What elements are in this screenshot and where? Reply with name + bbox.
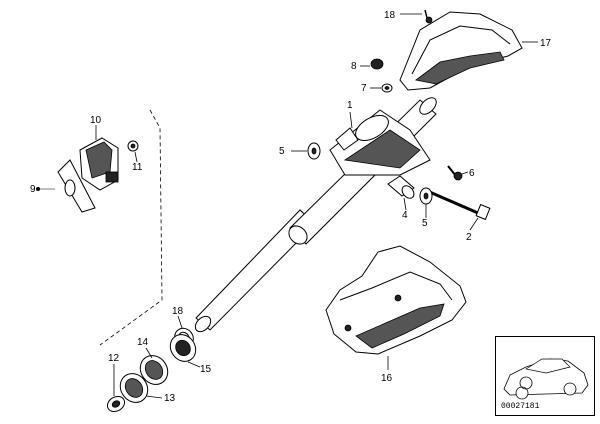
callout-13: 13 xyxy=(164,393,176,404)
part-12-ring xyxy=(106,364,126,413)
part-7-nut xyxy=(370,83,393,93)
part-5-washer-right xyxy=(419,187,433,218)
part-11-screw xyxy=(127,140,139,163)
diagram-code: 00027181 xyxy=(500,402,541,411)
part-5-washer-left xyxy=(291,142,321,160)
callout-12: 12 xyxy=(108,353,120,364)
callout-16: 16 xyxy=(381,373,393,384)
callout-9: 9 xyxy=(30,184,36,195)
part-13-bushing xyxy=(119,373,163,403)
group-dashed-outline xyxy=(99,109,163,346)
callout-2: 2 xyxy=(466,232,472,243)
callout-14: 14 xyxy=(137,337,149,348)
callout-8: 8 xyxy=(351,61,357,72)
callout-11: 11 xyxy=(132,162,143,173)
vehicle-thumbnail xyxy=(495,336,595,416)
part-16-lower-cover xyxy=(325,245,467,370)
callout-18-lower: 18 xyxy=(172,306,184,317)
callout-6: 6 xyxy=(469,168,475,179)
part-17-upper-cover xyxy=(399,11,538,91)
callout-4: 4 xyxy=(402,210,408,221)
callout-18-upper: 18 xyxy=(384,10,396,21)
callout-1: 1 xyxy=(347,100,353,111)
callout-17: 17 xyxy=(540,38,552,49)
part-10-lock-housing xyxy=(79,125,119,191)
car-silhouette-icon xyxy=(503,358,589,400)
callout-5-left: 5 xyxy=(279,146,285,157)
part-14-bushing xyxy=(139,347,169,385)
part-15-bearing xyxy=(169,334,201,368)
part-1-steering-column-tube xyxy=(194,97,437,333)
part-8-grommet xyxy=(360,58,384,70)
callout-5-right: 5 xyxy=(422,218,428,229)
callout-7: 7 xyxy=(361,83,367,94)
callout-10: 10 xyxy=(90,115,102,126)
part-2-bolt xyxy=(424,188,491,231)
part-9-plate xyxy=(36,159,96,213)
part-4-sleeve xyxy=(387,175,415,211)
part-6-screw xyxy=(447,165,469,181)
callout-15: 15 xyxy=(200,364,212,375)
part-18-upper-screw xyxy=(400,9,433,24)
